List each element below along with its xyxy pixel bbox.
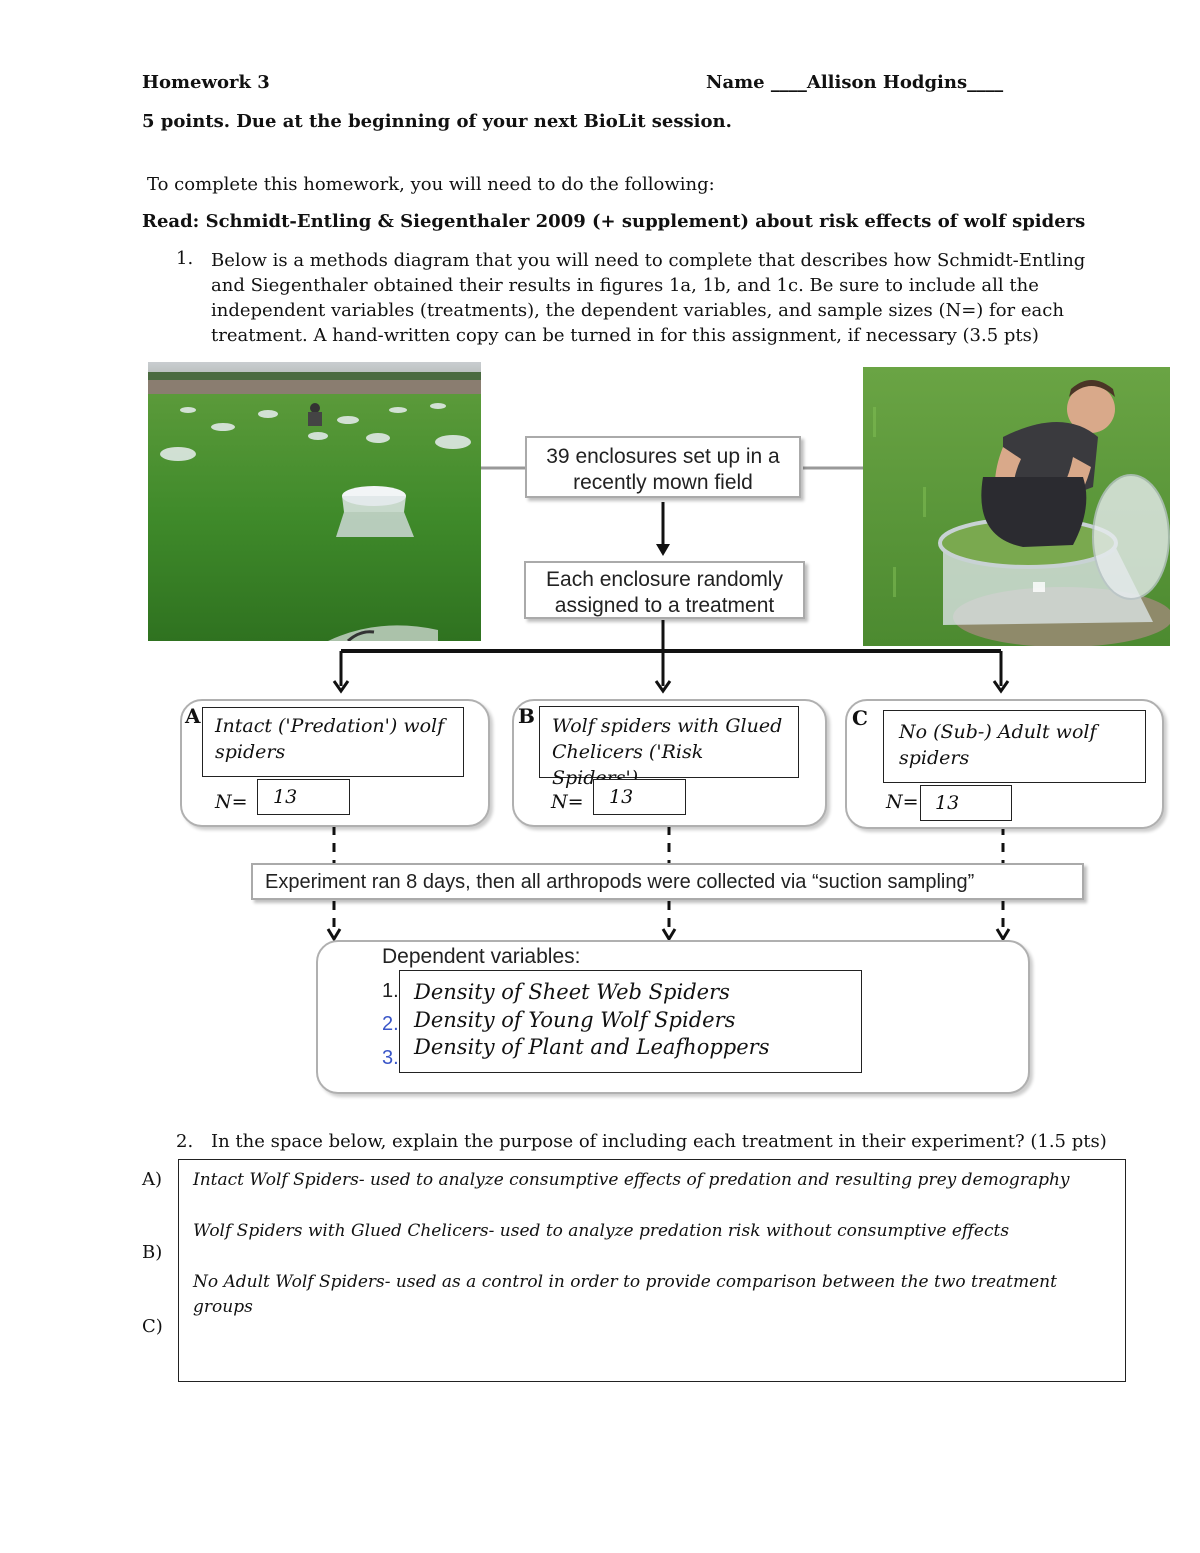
enclosure-setup-box: 39 enclosures set up in a recently mown …: [525, 436, 801, 498]
researcher-enclosure-photo: [863, 367, 1170, 646]
experiment-duration-box: Experiment ran 8 days, then all arthropo…: [251, 863, 1084, 900]
q2-question: In the space below, explain the purpose …: [211, 1131, 1107, 1152]
dependent-number: 3.: [382, 1047, 399, 1070]
treatment-b-sample-size: 13: [593, 779, 686, 815]
treatment-c-description: No (Sub-) Adult wolf spiders: [883, 710, 1146, 783]
treatment-b-description: Wolf spiders with Glued Chelicers ('Risk…: [539, 706, 799, 778]
field-photo-graphic: [148, 362, 481, 641]
q2-number: 2.: [176, 1131, 193, 1152]
answer-a-text: Intact Wolf Spiders- used to analyze con…: [193, 1170, 1070, 1190]
treatment-c-line: No (Sub-) Adult wolf: [899, 719, 1130, 745]
field-enclosures-photo: [148, 362, 481, 641]
treatment-b-letter: B: [518, 704, 535, 728]
treatment-b-line: Wolf spiders with Glued: [552, 713, 786, 739]
answer-label-c: C): [142, 1316, 163, 1337]
treatment-c-sample-size: 13: [920, 785, 1012, 821]
answer-label-a: A): [142, 1169, 162, 1190]
dependent-number: 1.: [382, 980, 399, 1003]
answer-c-text: No Adult Wolf Spiders- used as a control…: [193, 1272, 1057, 1292]
dependent-variable-item: Density of Sheet Web Spiders: [414, 979, 847, 1007]
q2-answer-box: Intact Wolf Spiders- used to analyze con…: [178, 1159, 1126, 1382]
answer-label-b: B): [142, 1242, 162, 1263]
dependent-variable-item: Density of Plant and Leafhoppers: [414, 1034, 847, 1062]
treatment-a-line: Intact ('Predation') wolf: [215, 713, 451, 739]
dependent-number: 2.: [382, 1013, 399, 1036]
researcher-photo-graphic: [863, 367, 1170, 646]
treatment-a-line: spiders: [215, 739, 451, 765]
random-assignment-line: assigned to a treatment: [526, 593, 803, 619]
answer-b-text: Wolf Spiders with Glued Chelicers- used …: [193, 1221, 1009, 1241]
enclosure-setup-line: 39 enclosures set up in a: [527, 444, 799, 470]
random-assignment-line: Each enclosure randomly: [526, 567, 803, 593]
dependent-variables-list: Density of Sheet Web Spiders Density of …: [399, 970, 862, 1073]
treatment-c-letter: C: [852, 706, 868, 730]
treatment-a-n-label: N=: [215, 791, 248, 813]
treatment-c-line: spiders: [899, 745, 1130, 771]
treatment-a-letter: A: [185, 704, 201, 728]
treatment-b-n-label: N=: [551, 791, 584, 813]
treatment-a-description: Intact ('Predation') wolf spiders: [202, 707, 464, 777]
dependent-variables-title: Dependent variables:: [382, 945, 580, 969]
answer-c-text-continued: groups: [193, 1297, 253, 1317]
random-assignment-box: Each enclosure randomly assigned to a tr…: [524, 561, 805, 619]
treatment-c-n-label: N=: [886, 791, 919, 813]
treatment-a-sample-size: 13: [257, 779, 350, 815]
enclosure-setup-line: recently mown field: [527, 470, 799, 496]
dependent-variable-item: Density of Young Wolf Spiders: [414, 1007, 847, 1035]
